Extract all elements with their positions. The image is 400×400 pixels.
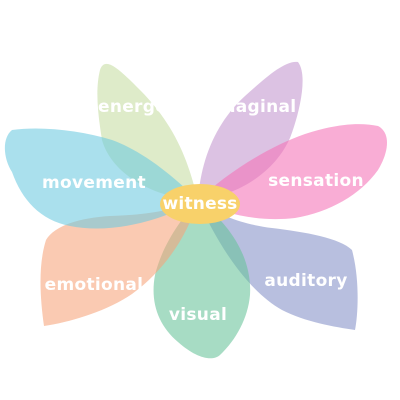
petals-layer bbox=[4, 61, 387, 359]
petal-imaginal bbox=[198, 61, 303, 201]
labels-layer: energetic imaginal sensation auditory vi… bbox=[42, 97, 364, 325]
label-auditory: auditory bbox=[264, 271, 347, 291]
label-energetic: energetic bbox=[98, 97, 192, 117]
label-sensation: sensation bbox=[268, 171, 364, 191]
center-witness bbox=[160, 184, 240, 224]
label-witness: witness bbox=[163, 194, 238, 214]
petal-emotional bbox=[40, 200, 198, 326]
label-imaginal: imaginal bbox=[212, 97, 297, 117]
petal-movement bbox=[4, 128, 199, 229]
petal-sensation bbox=[198, 124, 387, 220]
petal-auditory bbox=[198, 200, 358, 330]
label-movement: movement bbox=[42, 173, 146, 193]
label-emotional: emotional bbox=[45, 275, 144, 295]
label-visual: visual bbox=[169, 305, 227, 325]
